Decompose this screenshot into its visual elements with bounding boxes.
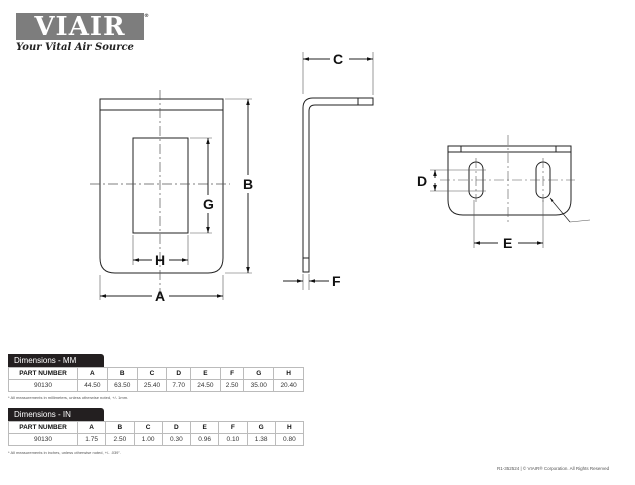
logo-brand: VIAIR: [34, 11, 126, 42]
cell: 1.00: [133, 433, 163, 446]
col-header: C: [136, 367, 168, 380]
cell: 90130: [8, 379, 78, 392]
col-header: PART NUMBER: [8, 367, 78, 380]
col-header: D: [166, 367, 191, 380]
col-header: A: [76, 421, 107, 434]
col-header: H: [274, 421, 305, 434]
dim-label-f: F: [332, 273, 341, 289]
cell: 2.50: [219, 379, 245, 392]
cell: 7.70: [166, 379, 191, 392]
table-title-in: Dimensions - IN: [8, 408, 104, 421]
top-view: [430, 135, 591, 248]
col-header: G: [246, 421, 276, 434]
dimensions-table-in: PART NUMBER A B C D E F G H 90130 1.75 2…: [8, 421, 305, 446]
table-title-mm: Dimensions - MM: [8, 354, 104, 367]
table-row: 90130 1.75 2.50 1.00 0.30 0.96 0.10 1.38…: [8, 433, 305, 446]
col-header: G: [243, 367, 275, 380]
viair-logo: VIAIR® Your Vital Air Source: [16, 11, 149, 53]
logo-tagline: Your Vital Air Source: [16, 42, 134, 53]
dim-label-b: B: [243, 176, 253, 192]
cell: 25.40: [136, 379, 168, 392]
dim-label-c: C: [333, 51, 343, 67]
col-header: A: [77, 367, 108, 380]
col-header: D: [161, 421, 192, 434]
cell: 1.38: [246, 433, 276, 446]
cell: 24.50: [189, 379, 221, 392]
table-header-row: PART NUMBER A B C D E F G H: [8, 367, 304, 380]
cell: 0.30: [161, 433, 192, 446]
footer-copyright: R1-352524 | © VIAIR® Corporation. All Ri…: [497, 466, 610, 471]
dim-label-h: H: [155, 252, 165, 268]
table-row: 90130 44.50 63.50 25.40 7.70 24.50 2.50 …: [8, 379, 304, 392]
dim-label-a: A: [155, 288, 165, 304]
side-view: [283, 52, 374, 290]
cell: 44.50: [77, 379, 108, 392]
col-header: PART NUMBER: [8, 421, 78, 434]
cell: 90130: [8, 433, 78, 446]
cell: 63.50: [106, 379, 138, 392]
col-header: F: [218, 421, 248, 434]
col-header: E: [189, 367, 221, 380]
cell: 0.10: [218, 433, 248, 446]
col-header: C: [133, 421, 163, 434]
front-view: [90, 90, 252, 300]
col-header: F: [219, 367, 245, 380]
cell: 35.00: [243, 379, 275, 392]
dim-label-e: E: [503, 235, 512, 251]
cell: 0.80: [274, 433, 305, 446]
table-note-mm: * All measurements in millimeters, unles…: [8, 395, 129, 400]
table-note-in: * All measurements in inches, unless oth…: [8, 450, 121, 455]
logo-wordmark: VIAIR®: [16, 11, 149, 42]
dim-label-d: D: [417, 173, 427, 189]
cell: 20.40: [273, 379, 304, 392]
cell: 1.75: [76, 433, 107, 446]
dimensions-table-mm: PART NUMBER A B C D E F G H 90130 44.50 …: [8, 367, 304, 392]
col-header: E: [189, 421, 220, 434]
col-header: B: [105, 421, 135, 434]
cell: 2.50: [105, 433, 135, 446]
table-header-row: PART NUMBER A B C D E F G H: [8, 421, 305, 434]
col-header: B: [106, 367, 138, 380]
dim-label-g: G: [203, 196, 214, 212]
col-header: H: [273, 367, 304, 380]
cell: 0.96: [189, 433, 220, 446]
